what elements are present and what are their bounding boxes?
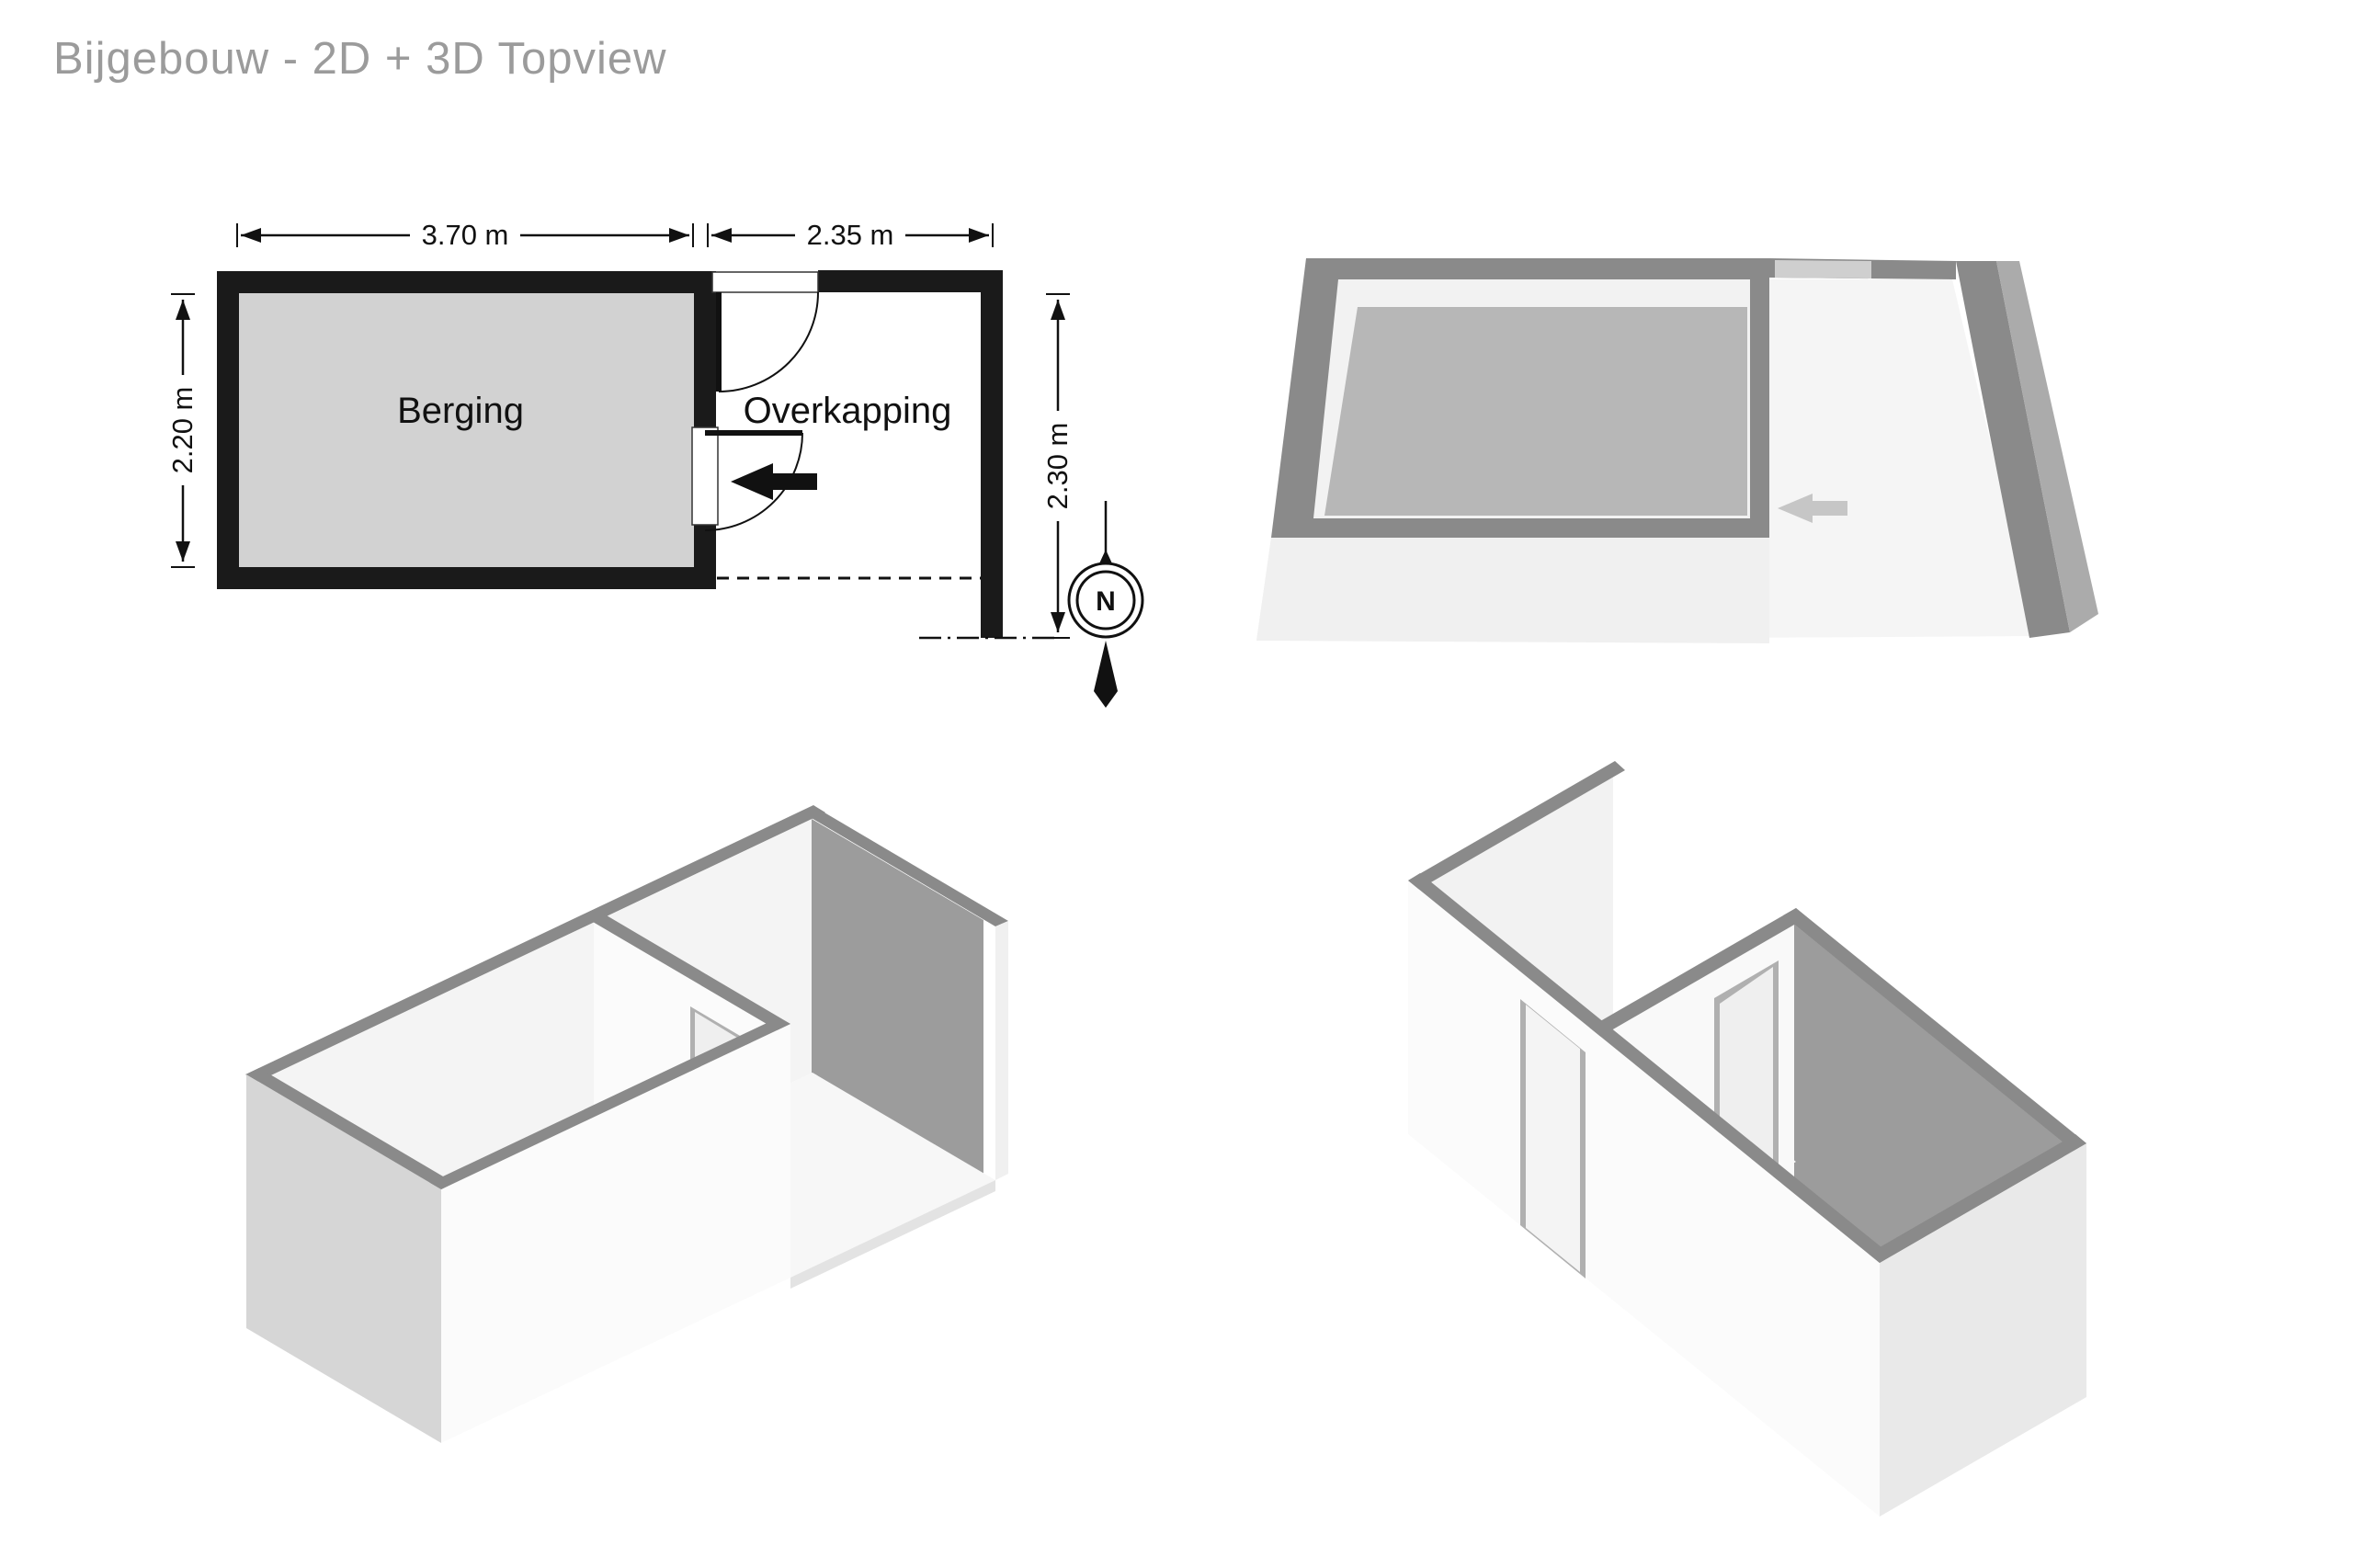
iso2-east-wall-top (1408, 761, 1625, 890)
iso1-east-wall-inner (812, 819, 983, 1174)
iso1-west-wall-face (246, 1074, 441, 1443)
dimension-depth-berging: 2.20 m (166, 293, 199, 568)
compass-north: N (1067, 501, 1144, 708)
compass-inner-circle (1075, 570, 1136, 631)
topview-east-wall-face (1996, 261, 2098, 632)
page-title: Bijgebouw - 2D + 3D Topview (53, 34, 667, 84)
view-3d-iso-southwest (245, 805, 1008, 1443)
iso2-south-wall-top (1783, 908, 2086, 1151)
door-north-leaf-2d (716, 292, 722, 392)
topview-entrance-arrow (1778, 494, 1847, 523)
iso1-north-wall-top (245, 805, 825, 1082)
iso1-south-wall-face (441, 1024, 790, 1443)
dim-label-370: 3.70 m (422, 219, 509, 251)
view-3d-topview (1256, 258, 2098, 643)
iso2-west-wall-top (1869, 1134, 2086, 1263)
topview-east-wall-top (1956, 261, 2070, 638)
iso1-overkapping-slab-edge (790, 1180, 995, 1289)
iso1-west-wall-top (246, 1068, 454, 1189)
door-middle-leaf-2d (705, 430, 802, 436)
iso1-middle-wall-top (582, 909, 790, 1030)
door-north-frame-2d (711, 271, 819, 293)
iso1-east-wall-end (995, 921, 1008, 1180)
door-middle-frame-2d (691, 426, 719, 526)
overkapping-east-wall-2d (981, 270, 1003, 638)
entrance-arrow-2d (731, 463, 817, 500)
iso2-north-wall-top (1408, 873, 1892, 1263)
door-middle-swing-arc-2d (704, 432, 803, 531)
overkapping-label: Overkapping (744, 391, 952, 431)
dimension-width-overkapping: 2.35 m (707, 219, 994, 251)
dim-label-220: 2.20 m (166, 387, 199, 474)
dimension-width-berging: 3.70 m (236, 219, 694, 251)
overkapping-north-wall-2d (818, 270, 1003, 292)
iso2-west-wall-face (1880, 1143, 2086, 1517)
berging-label: Berging (397, 391, 524, 431)
compass-tail-blade (1094, 641, 1118, 708)
topview-berging-floor (1324, 307, 1747, 516)
topview-south-exterior-face (1256, 538, 1769, 643)
dim-label-235: 2.35 m (807, 219, 894, 251)
dimension-depth-overkapping: 2.30 m (1041, 293, 1074, 639)
compass-n-label: N (1096, 586, 1116, 617)
iso1-east-wall-top (801, 806, 1008, 926)
iso2-north-door-leaf (1526, 1005, 1580, 1272)
topview-north-door (1775, 260, 1871, 278)
iso2-middle-wall-top (1589, 908, 1807, 1037)
dim-label-230: 2.30 m (1041, 423, 1074, 510)
floorplan-2d: Berging Overkapping 3.70 m 2.35 m 2.20 m (166, 219, 1144, 708)
door-north-swing-arc-2d (718, 291, 819, 392)
view-3d-iso-north (1408, 761, 2086, 1517)
berging-room-2d (217, 271, 716, 589)
iso1-south-wall-top (429, 1017, 790, 1189)
